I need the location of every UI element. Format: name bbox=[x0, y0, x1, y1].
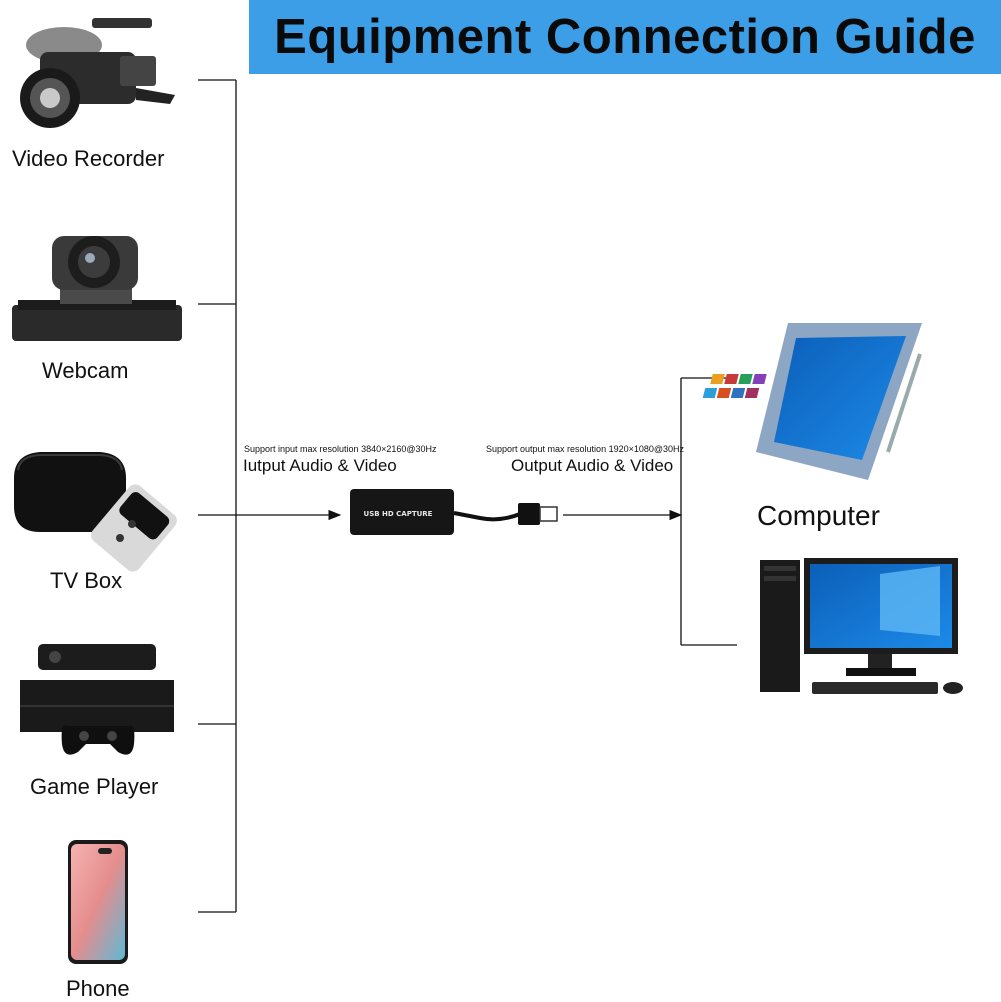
label-tv-box: TV Box bbox=[50, 568, 123, 593]
output-label: Output Audio & Video bbox=[511, 456, 674, 475]
label-phone: Phone bbox=[66, 976, 130, 1001]
video-recorder-icon bbox=[20, 18, 175, 128]
input-spec: Support input max resolution 3840×2160@3… bbox=[244, 444, 437, 454]
capture-card-label: USB HD CAPTURE bbox=[364, 510, 433, 518]
source-bracket bbox=[198, 79, 237, 913]
output-spec: Support output max resolution 1920×1080@… bbox=[486, 444, 685, 454]
label-computer: Computer bbox=[757, 500, 880, 531]
webcam-icon bbox=[12, 236, 182, 341]
tv-box-icon bbox=[14, 452, 177, 572]
capture-card-icon: USB HD CAPTURE bbox=[350, 489, 558, 535]
label-webcam: Webcam bbox=[42, 358, 129, 383]
phone-icon bbox=[68, 840, 128, 964]
label-game-player: Game Player bbox=[30, 774, 159, 799]
input-label: Iutput Audio & Video bbox=[243, 456, 397, 475]
desktop-computer-icon bbox=[760, 558, 963, 694]
tablet-icon bbox=[702, 323, 922, 480]
game-console-icon bbox=[20, 644, 174, 755]
output-bracket bbox=[680, 377, 737, 646]
label-video-recorder: Video Recorder bbox=[12, 146, 165, 171]
page-title: Equipment Connection Guide bbox=[274, 10, 976, 64]
header-bar bbox=[249, 0, 1001, 74]
